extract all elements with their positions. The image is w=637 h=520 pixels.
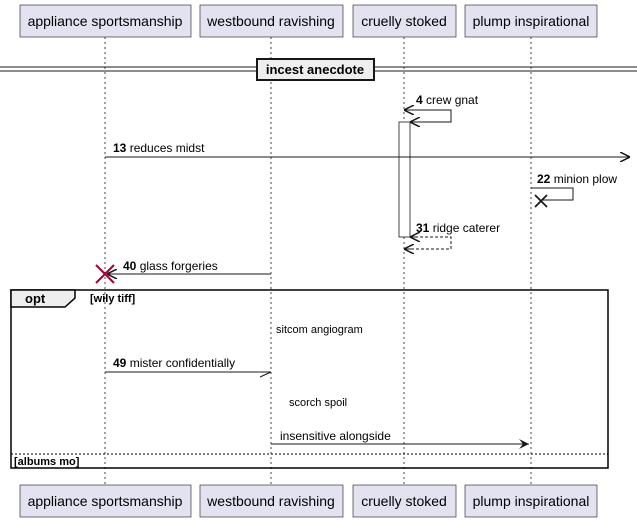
message-insensitive-alongside: insensitive alongside xyxy=(271,429,529,449)
svg-text:13 reduces midst: 13 reduces midst xyxy=(113,141,205,155)
message-49: 49 mister confidentially xyxy=(105,356,272,378)
message-text: insensitive alongside xyxy=(280,429,391,443)
message-text: ridge caterer xyxy=(433,221,500,235)
message-text: crew gnat xyxy=(426,93,479,107)
participant-label: westbound ravishing xyxy=(206,493,335,509)
delay-label: scorch spoil xyxy=(289,397,347,409)
message-number: 13 xyxy=(113,141,127,155)
message-number: 31 xyxy=(416,221,430,235)
message-13: 13 reduces midst xyxy=(105,141,630,157)
participant-label: cruelly stoked xyxy=(361,13,447,29)
divider-label: incest anecdote xyxy=(266,62,364,77)
participant-cruelly-stoked-bottom[interactable]: cruelly stoked xyxy=(352,484,457,518)
message-number: 49 xyxy=(113,356,127,370)
message-number: 40 xyxy=(123,259,137,273)
message-number: 22 xyxy=(537,172,551,186)
divider: incest anecdote xyxy=(0,58,637,81)
participant-cruelly-stoked-top[interactable]: cruelly stoked xyxy=(352,4,457,38)
message-4: 4 crew gnat xyxy=(404,93,479,122)
participant-label: appliance sportsmanship xyxy=(28,493,183,509)
svg-text:49 mister confidentially: 49 mister confidentially xyxy=(113,356,235,370)
svg-text:31 ridge caterer: 31 ridge caterer xyxy=(416,221,500,235)
group-else-condition: [albums mo] xyxy=(14,456,80,468)
activation-bar xyxy=(398,121,411,238)
group-condition: [wily tiff] xyxy=(90,293,136,305)
svg-text:40 glass forgeries: 40 glass forgeries xyxy=(123,259,218,273)
participant-label: westbound ravishing xyxy=(206,13,335,29)
message-22: 22 minion plow xyxy=(531,172,617,208)
svg-text:4 crew gnat: 4 crew gnat xyxy=(416,93,479,107)
participant-label: plump inspirational xyxy=(473,493,590,509)
participant-label: appliance sportsmanship xyxy=(28,13,183,29)
participant-plump-inspirational-bottom[interactable]: plump inspirational xyxy=(464,484,598,518)
destroy-icon xyxy=(534,194,548,208)
participant-westbound-ravishing-bottom[interactable]: westbound ravishing xyxy=(199,484,344,518)
message-number: 4 xyxy=(416,93,423,107)
participant-appliance-sportsmanship-bottom[interactable]: appliance sportsmanship xyxy=(19,484,192,518)
svg-text:22 minion plow: 22 minion plow xyxy=(537,172,617,186)
message-text: mister confidentially xyxy=(130,356,235,370)
participant-label: plump inspirational xyxy=(473,13,590,29)
message-text: glass forgeries xyxy=(140,259,218,273)
destroy-icon xyxy=(95,264,115,284)
group-keyword: opt xyxy=(25,291,46,306)
message-31: 31 ridge caterer xyxy=(404,221,500,249)
message-text: minion plow xyxy=(554,172,618,186)
participant-label: cruelly stoked xyxy=(361,493,447,509)
participant-westbound-ravishing-top[interactable]: westbound ravishing xyxy=(199,4,344,38)
opt-group: opt [wily tiff] [albums mo] xyxy=(10,289,609,469)
delay-label: sitcom angiogram xyxy=(276,324,363,336)
message-40: 40 glass forgeries xyxy=(95,259,271,284)
participant-appliance-sportsmanship-top[interactable]: appliance sportsmanship xyxy=(19,4,192,38)
message-text: reduces midst xyxy=(130,141,205,155)
participant-plump-inspirational-top[interactable]: plump inspirational xyxy=(464,4,598,38)
